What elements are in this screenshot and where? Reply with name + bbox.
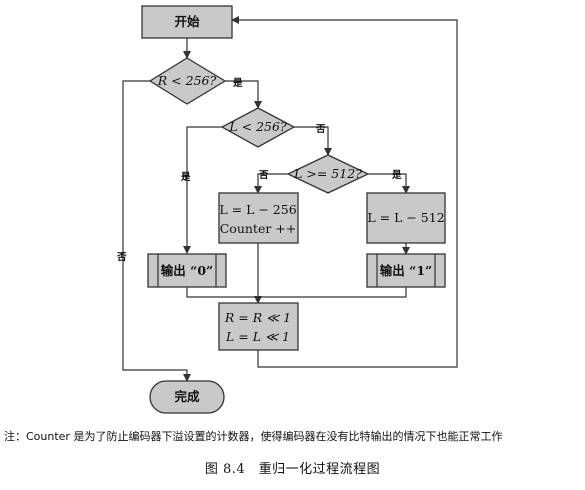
arrow-l512-no (254, 173, 288, 194)
start-label: 开始 (174, 14, 200, 29)
decision-l256-label: L < 256? (228, 119, 287, 134)
sub512-label: L = L − 512 (367, 210, 444, 225)
output-0: 输出 “0” (147, 253, 227, 288)
decision-r-less-256: R < 256? (148, 57, 227, 105)
label-l256-yes: 是 (180, 171, 191, 183)
shift-line1: R = R ≪ 1 (224, 310, 291, 325)
shift-line2: L = L ≪ 1 (225, 329, 290, 344)
label-l512-no: 否 (258, 170, 269, 181)
output-0-label: 输出 “0” (161, 263, 213, 278)
arrow-r-yes (225, 80, 262, 109)
node-start: 开始 (141, 5, 233, 39)
label-l512-yes: 是 (391, 169, 402, 181)
node-end: 完成 (149, 380, 225, 414)
arrow-r-no (122, 80, 191, 382)
decision-l512-label: L >= 512? (293, 166, 362, 181)
end-label: 完成 (174, 389, 200, 404)
sub256-line1: L = L − 256 (219, 202, 296, 217)
arrow-l256-no (294, 126, 332, 156)
arrow-loop-back (231, 16, 458, 368)
renormalization-flowchart: 开始 R < 256? L < 256? L >= 512? L = L − 2… (116, 5, 458, 414)
arrow-l512-yes (368, 173, 410, 194)
decision-l-less-256: L < 256? (220, 107, 296, 148)
process-subtract-512: L = L − 512 (366, 192, 446, 244)
arrow-l256-yes (183, 126, 222, 254)
label-r-yes: 是 (232, 77, 243, 89)
footnote: 注：Counter 是为了防止编码器下溢设置的计数器，使得编码器在没有比特输出的… (4, 430, 503, 443)
connectors (122, 16, 458, 382)
figure-caption: 图 8.4 重归一化过程流程图 (204, 462, 381, 477)
label-l256-no: 否 (315, 124, 326, 135)
decision-l-ge-512: L >= 512? (286, 154, 370, 194)
arrow-out1-to-shift (258, 287, 407, 298)
decision-r-label: R < 256? (157, 73, 217, 88)
process-subtract-256: L = L − 256 Counter ++ (218, 192, 299, 244)
arrow-out0-to-shift (186, 287, 258, 298)
process-shift: R = R ≪ 1 L = L ≪ 1 (218, 302, 299, 351)
sub256-line2: Counter ++ (220, 221, 297, 236)
output-1: 输出 “1” (366, 253, 446, 288)
output-1-label: 输出 “1” (380, 263, 432, 278)
label-r-no: 否 (116, 252, 127, 263)
